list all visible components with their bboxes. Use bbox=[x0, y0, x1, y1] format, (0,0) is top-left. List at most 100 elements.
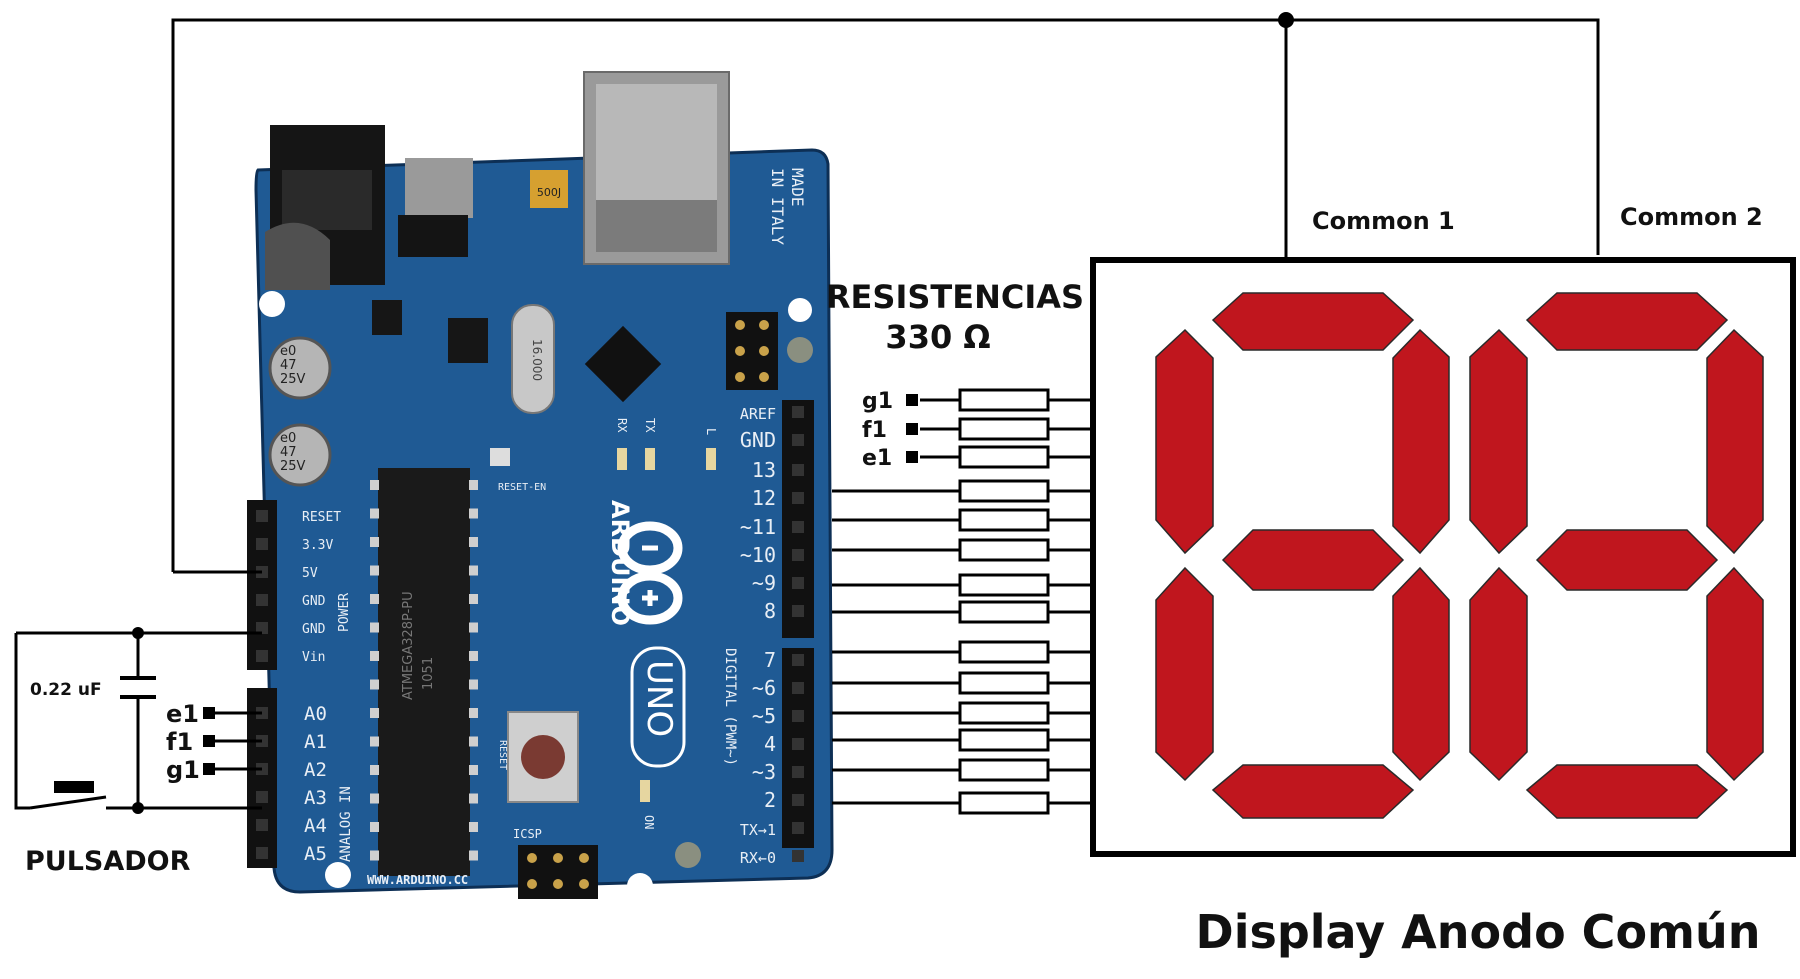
header-pin bbox=[792, 822, 804, 834]
capacitor-0-22uf bbox=[120, 676, 156, 699]
analog-pin-label: A1 bbox=[304, 731, 327, 753]
header-pin bbox=[792, 549, 804, 561]
analog-pin-label: A2 bbox=[304, 759, 327, 781]
digit-2 bbox=[1469, 292, 1764, 819]
segment-b bbox=[1392, 328, 1450, 555]
wire-5v-to-common2 bbox=[171, 18, 1600, 572]
chip-pin bbox=[370, 508, 379, 519]
rx-label: RX bbox=[615, 418, 629, 433]
chip-pin bbox=[370, 822, 379, 832]
chip-pin bbox=[469, 679, 478, 690]
junction-dot bbox=[1278, 12, 1294, 28]
chip-pin bbox=[469, 565, 478, 576]
chip-pin bbox=[469, 765, 478, 775]
chip-pin bbox=[370, 480, 379, 490]
chip-label: ATMEGA328P-PU bbox=[401, 591, 416, 700]
digital-pin-label: 12 bbox=[752, 486, 776, 510]
l-led-label: L bbox=[704, 428, 718, 435]
reset-button-label: RESET bbox=[497, 740, 508, 770]
digital-pin-label: AREF bbox=[740, 405, 776, 423]
segment-d bbox=[1211, 764, 1415, 819]
header-pin bbox=[792, 850, 804, 862]
small-chip bbox=[372, 300, 402, 335]
digital-pin-label: GND bbox=[740, 428, 776, 452]
segment-b bbox=[1706, 328, 1764, 555]
header-pin bbox=[256, 538, 268, 550]
common1-label: Common 1 bbox=[1312, 207, 1455, 235]
signal-terminal bbox=[906, 423, 918, 435]
segment-a bbox=[1525, 292, 1729, 351]
power-pin-label: 5V bbox=[302, 566, 318, 581]
header-pin bbox=[792, 464, 804, 476]
digital-pin-label: 2 bbox=[764, 788, 776, 812]
segment-c bbox=[1392, 566, 1450, 782]
uno-label: UNO bbox=[639, 660, 679, 737]
mounting-hole bbox=[675, 842, 701, 868]
chip-pin bbox=[469, 537, 478, 547]
header-pin bbox=[792, 710, 804, 722]
display-label: Display Anodo Común bbox=[1196, 905, 1761, 959]
icsp-header-top bbox=[726, 312, 778, 390]
digital-pin-label: ~11 bbox=[740, 515, 776, 539]
digital-pin-label: ~10 bbox=[740, 543, 776, 567]
header-pin bbox=[256, 819, 268, 831]
voltage-regulator bbox=[405, 158, 473, 218]
analog-pin-label: A4 bbox=[304, 815, 327, 837]
signal-terminal bbox=[203, 707, 215, 719]
arduino-name: ARDUINO bbox=[606, 500, 634, 626]
power-pin-label: 3.3V bbox=[302, 538, 333, 553]
header-pin bbox=[792, 434, 804, 446]
header-pin bbox=[256, 594, 268, 606]
push-button bbox=[29, 781, 107, 810]
dc-jack bbox=[265, 125, 385, 290]
resistor bbox=[958, 573, 1050, 597]
chip-pin bbox=[370, 594, 379, 604]
digital-pin-label: 7 bbox=[764, 648, 776, 672]
tx-label: TX bbox=[643, 418, 657, 433]
header-pin bbox=[792, 406, 804, 418]
header-pin bbox=[256, 510, 268, 522]
signal-terminal bbox=[906, 451, 918, 463]
atmega-chip: ATMEGA328P-PU 1051 bbox=[370, 468, 478, 876]
resistor-signal-label: f1 bbox=[862, 418, 887, 443]
header-pin bbox=[792, 605, 804, 617]
chip-pin bbox=[469, 622, 478, 633]
chip-pin bbox=[370, 736, 379, 747]
resistor-signal-label: e1 bbox=[862, 446, 892, 471]
mounting-hole bbox=[627, 873, 653, 899]
resistor bbox=[958, 600, 1050, 624]
resistor bbox=[958, 758, 1050, 782]
resistor bbox=[958, 728, 1050, 752]
chip-pin bbox=[469, 736, 478, 747]
mounting-hole bbox=[787, 337, 813, 363]
header-pin bbox=[792, 766, 804, 778]
signal-label: g1 bbox=[166, 756, 200, 784]
reset-en-jumper bbox=[490, 448, 510, 466]
polyfuse bbox=[530, 170, 568, 208]
analog-pin-label: A0 bbox=[304, 703, 327, 725]
segment-g bbox=[1221, 529, 1405, 591]
tx-led bbox=[645, 448, 655, 470]
small-chip bbox=[448, 318, 488, 363]
mounting-hole bbox=[325, 862, 351, 888]
junction-dot bbox=[132, 802, 144, 814]
chip-pin bbox=[370, 850, 379, 861]
header-pin bbox=[256, 622, 268, 634]
crystal-label: 16.000 bbox=[530, 339, 544, 381]
power-pin-label: GND bbox=[302, 622, 326, 637]
resistors-title: RESISTENCIAS bbox=[826, 278, 1084, 316]
arduino-logo bbox=[617, 521, 683, 625]
capacitor-marking-line: e0 bbox=[280, 344, 296, 359]
icsp-header-bottom bbox=[518, 845, 598, 899]
segment-f bbox=[1155, 328, 1214, 555]
power-header bbox=[247, 500, 277, 670]
header-pin bbox=[256, 847, 268, 859]
reset-button bbox=[507, 711, 579, 803]
digital-pin-label: ~6 bbox=[752, 676, 776, 700]
resistor bbox=[958, 538, 1050, 562]
power-label: POWER bbox=[337, 593, 352, 632]
usb-connector bbox=[583, 71, 730, 265]
